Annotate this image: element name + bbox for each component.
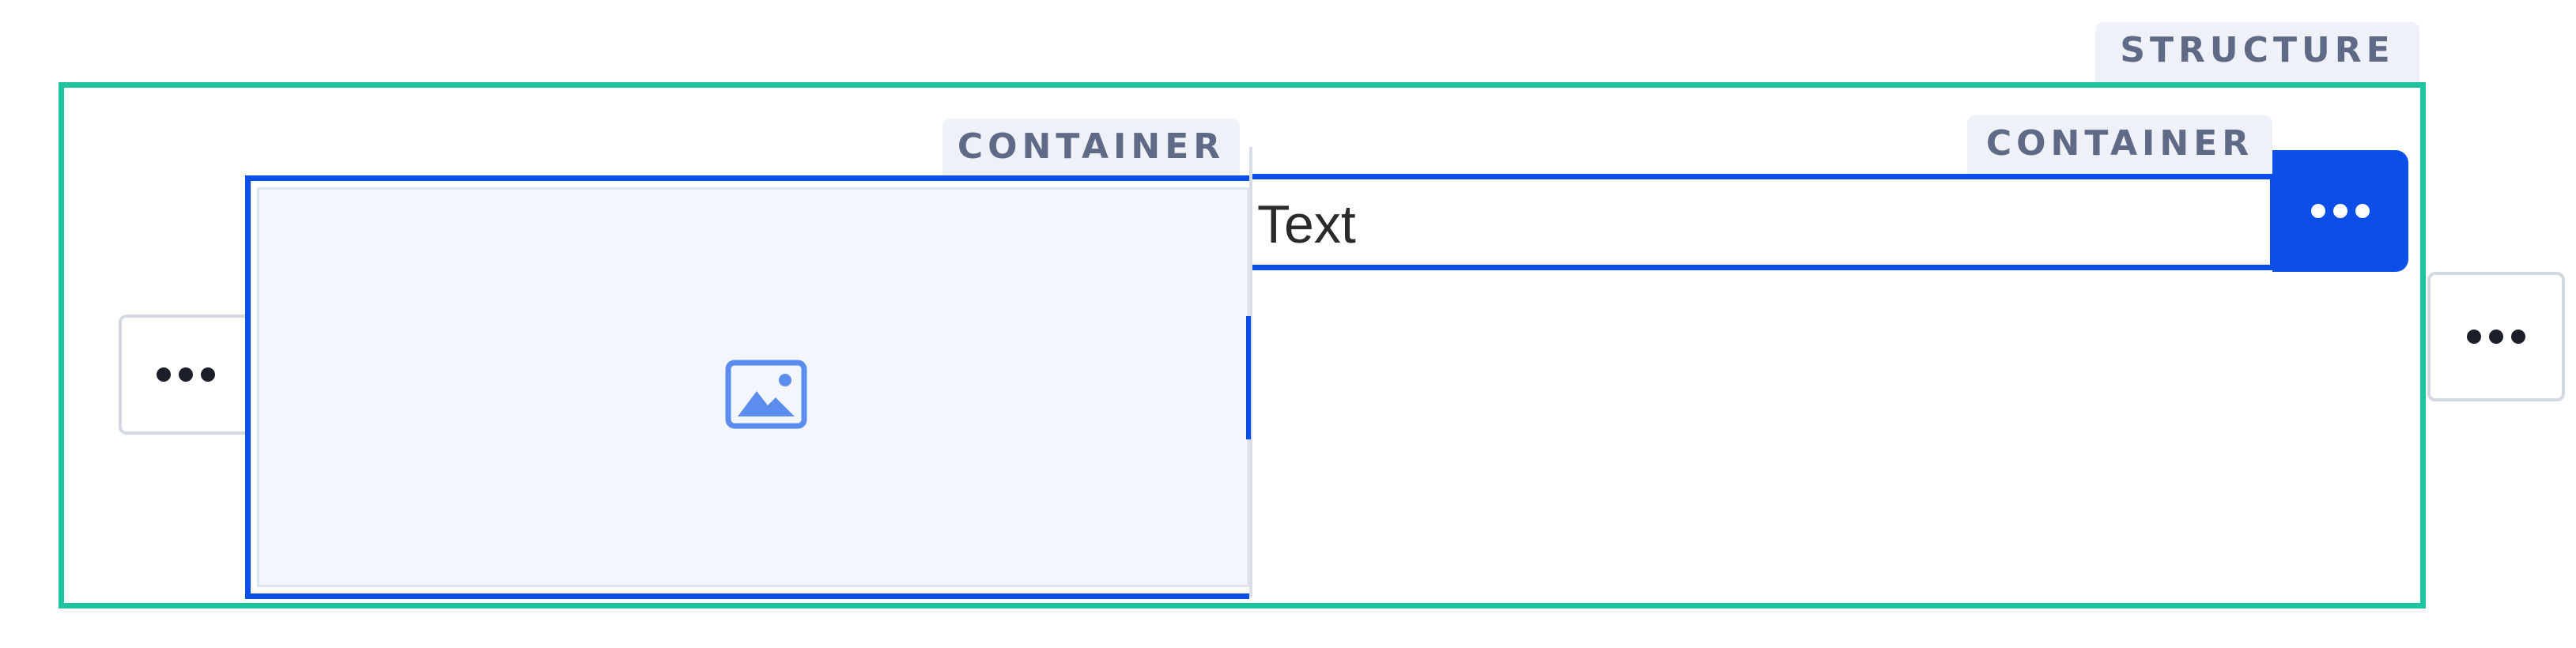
column-divider[interactable] — [1249, 147, 1252, 597]
more-horizontal-icon — [2311, 204, 2370, 218]
more-horizontal-icon — [157, 367, 215, 382]
image-container[interactable] — [245, 175, 1249, 599]
resize-handle[interactable] — [1246, 316, 1251, 439]
container-label-right: CONTAINER — [1967, 115, 2272, 175]
structure-frame[interactable] — [59, 82, 2426, 608]
structure-options-left-button[interactable] — [119, 315, 250, 435]
image-placeholder[interactable] — [257, 187, 1249, 587]
container-options-button[interactable] — [2272, 150, 2408, 272]
structure-options-right-button[interactable] — [2427, 272, 2565, 401]
container-label-left: CONTAINER — [942, 119, 1240, 179]
text-content[interactable]: Text — [1257, 194, 1356, 254]
text-container[interactable]: Text — [1252, 174, 2276, 270]
structure-label: STRUCTURE — [2095, 22, 2419, 85]
more-horizontal-icon — [2467, 330, 2525, 344]
image-placeholder-icon — [725, 360, 807, 429]
